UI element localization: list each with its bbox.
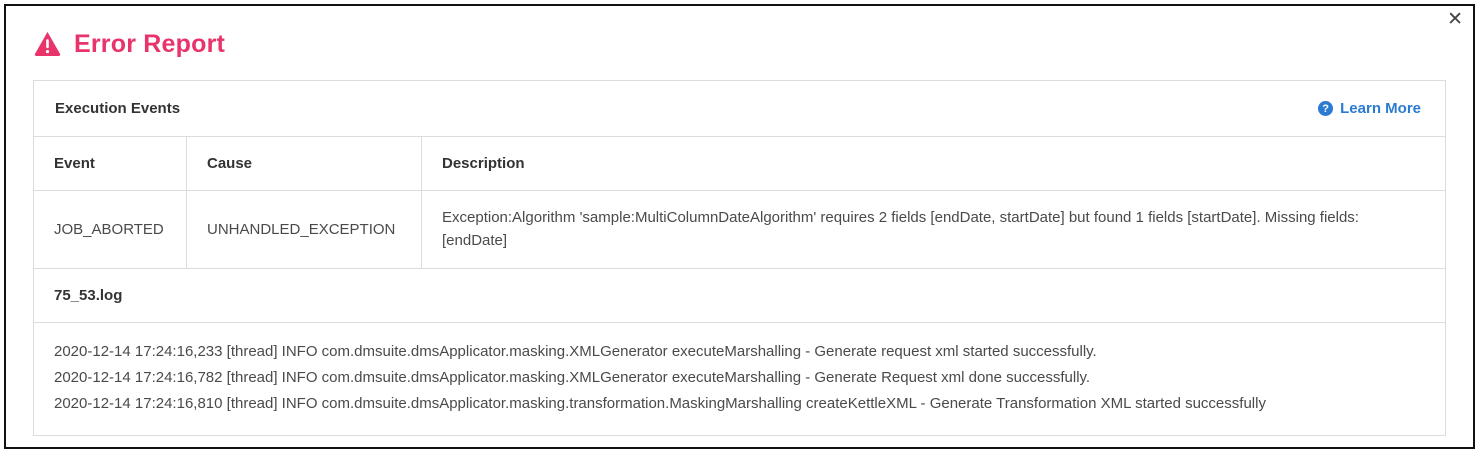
panel-header: Execution Events ? Learn More	[34, 81, 1445, 137]
modal-title-row: Error Report	[34, 30, 1473, 59]
log-filename: 75_53.log	[34, 269, 1445, 323]
log-line: 2020-12-14 17:24:16,810 [thread] INFO co…	[54, 395, 1266, 412]
log-line: 2020-12-14 17:24:16,233 [thread] INFO co…	[54, 342, 1097, 360]
cause-cell: UNHANDLED_EXCEPTION	[187, 191, 422, 268]
learn-more-link[interactable]: ? Learn More	[1318, 100, 1421, 117]
execution-events-panel: Execution Events ? Learn More Event Caus…	[33, 80, 1446, 437]
column-header-cause: Cause	[187, 137, 422, 190]
table-row: JOB_ABORTED UNHANDLED_EXCEPTION Exceptio…	[34, 191, 1445, 269]
log-output: 2020-12-14 17:24:16,233 [thread] INFO co…	[34, 323, 1445, 436]
help-icon: ?	[1318, 101, 1334, 116]
event-cell: JOB_ABORTED	[34, 191, 187, 268]
column-header-description: Description	[442, 155, 525, 172]
close-icon[interactable]: ✕	[1447, 9, 1463, 30]
warning-icon	[34, 32, 61, 57]
page-title: Error Report	[74, 30, 226, 58]
learn-more-label: Learn More	[1340, 100, 1421, 117]
panel-title: Execution Events	[55, 100, 181, 117]
events-table: Event Cause Description JOB_ABORTED UNHA…	[34, 137, 1445, 269]
error-report-modal: ✕ Error Report Execution Events ? Learn …	[4, 4, 1475, 449]
column-header-event: Event	[34, 137, 187, 190]
table-header-row: Event Cause Description	[34, 137, 1445, 191]
log-line: 2020-12-14 17:24:16,782 [thread] INFO co…	[54, 368, 1091, 386]
description-cell: Exception:Algorithm 'sample:MultiColumnD…	[442, 209, 1359, 250]
